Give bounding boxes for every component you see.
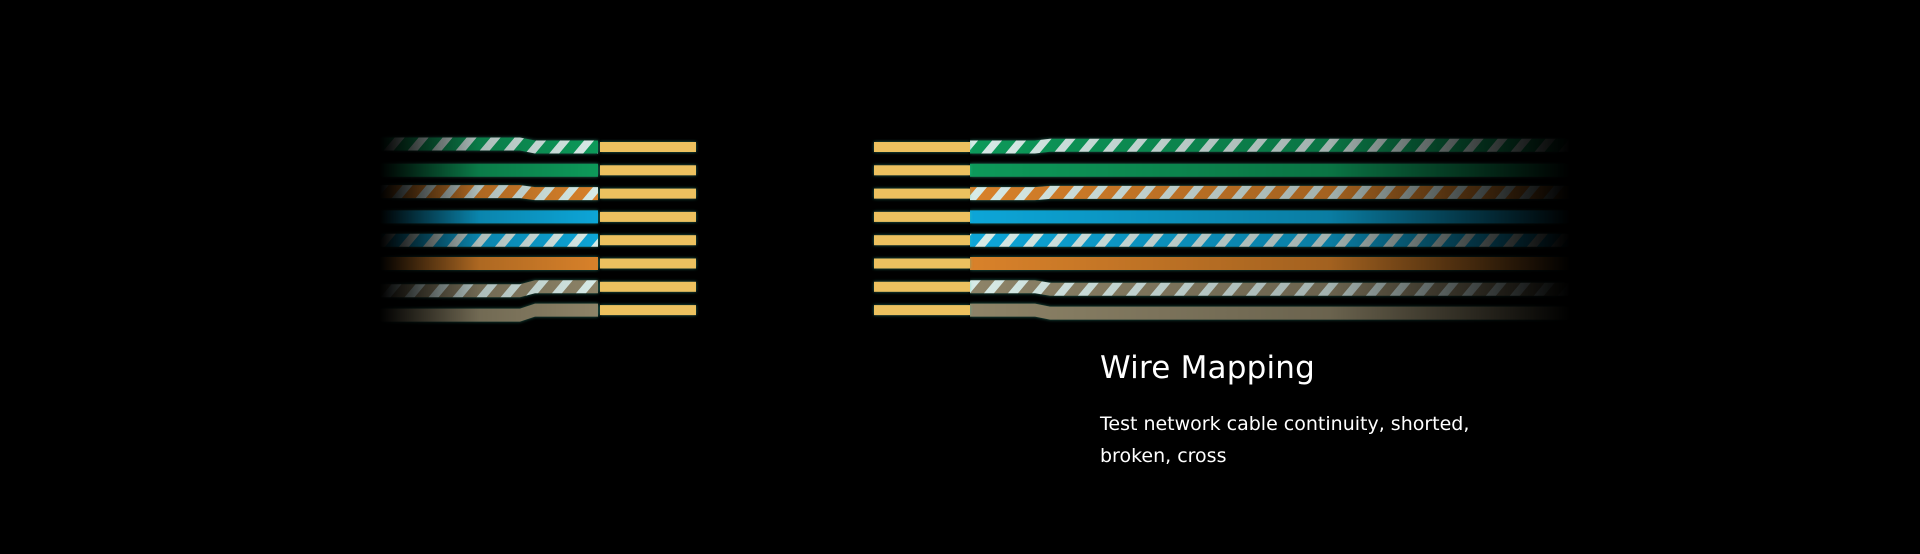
wire-blue-white-left xyxy=(380,233,598,247)
wire-orange-right xyxy=(970,257,1570,270)
wire-orange-left xyxy=(380,257,598,270)
wire-brown-left xyxy=(380,303,598,322)
wire-green-white-left xyxy=(380,137,598,154)
pin-left xyxy=(600,188,696,199)
pin-left xyxy=(600,258,696,269)
right-wires xyxy=(970,138,1570,320)
wire-blue-white-right xyxy=(970,233,1570,247)
wire-brown-white-right xyxy=(970,280,1570,296)
pin-left xyxy=(600,142,696,152)
wire-green-right xyxy=(970,163,1570,177)
pin-right xyxy=(874,188,970,199)
wire-green-left xyxy=(380,163,598,177)
wire-brown-right xyxy=(970,303,1570,320)
wire-green-white-right xyxy=(970,138,1570,154)
pin-right xyxy=(874,235,970,246)
pin-right xyxy=(874,281,970,292)
pin-right xyxy=(874,305,970,316)
wire-orange-white-right xyxy=(970,185,1570,201)
wire-blue-left xyxy=(380,210,598,224)
feature-description: Test network cable continuity, shorted, … xyxy=(1100,413,1470,467)
pin-right xyxy=(874,165,970,176)
wire-orange-white-left xyxy=(380,185,598,201)
feature-title: Wire Mapping xyxy=(1100,350,1316,386)
pin-right xyxy=(874,142,970,152)
wire-brown-white-left xyxy=(380,280,598,298)
pin-left xyxy=(600,211,696,222)
pin-left xyxy=(600,165,696,176)
pin-right xyxy=(874,258,970,269)
pin-right xyxy=(874,211,970,222)
left-wires xyxy=(380,137,598,322)
pin-left xyxy=(600,305,696,316)
pin-left xyxy=(600,281,696,292)
pin-left xyxy=(600,235,696,246)
wire-blue-right xyxy=(970,210,1570,224)
